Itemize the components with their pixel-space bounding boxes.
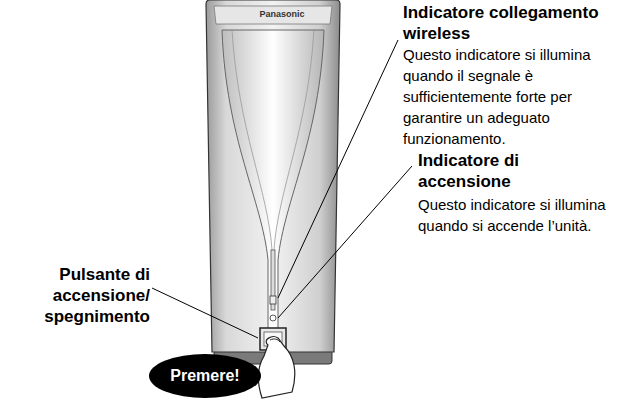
callout-bubble: Premere! [149, 354, 261, 398]
callout-body: Questo indicatore si illumina quando si … [418, 194, 613, 236]
bubble-text: Premere! [170, 367, 239, 385]
brand-logo: Panasonic [252, 8, 312, 20]
callout-body: Questo indicatore si illumina quando il … [403, 44, 603, 149]
callout-heading: Indicatore collegamento wireless [403, 2, 613, 44]
part-label: Pulsante di accensione/ spegnimento [4, 264, 150, 327]
callout-heading: Indicatore di accensione [418, 150, 608, 192]
